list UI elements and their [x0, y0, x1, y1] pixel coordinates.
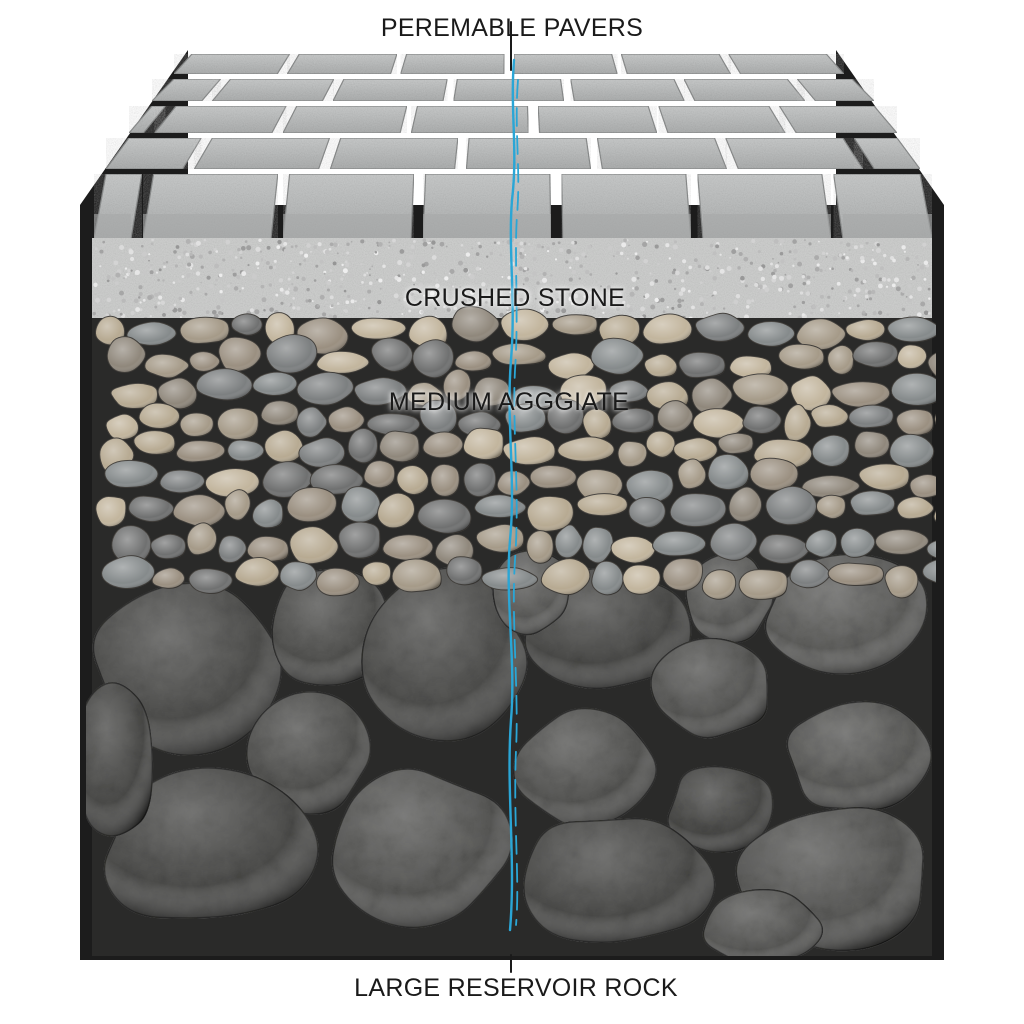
reservoir-rock-layer: [86, 549, 932, 956]
paver-block: [796, 78, 876, 102]
label-medium-aggregate: MEDIUM AGGGIATE: [388, 388, 630, 416]
paver-block: [211, 78, 335, 102]
paver-block: [537, 105, 658, 134]
paver-block: [596, 137, 728, 170]
paver-block: [778, 105, 899, 134]
label-large-reservoir-rock: LARGE RESERVOIR ROCK: [354, 974, 678, 1002]
medium-aggregate-layer: [94, 306, 936, 600]
paver-layer: [93, 53, 933, 240]
paver-block: [153, 105, 288, 134]
paver-block: [282, 105, 408, 134]
paver-block: [657, 105, 787, 134]
paver-block: [399, 53, 505, 75]
paver-block: [172, 53, 291, 75]
paver-block: [465, 137, 592, 170]
paver-block: [127, 105, 167, 134]
paver-block: [727, 53, 846, 75]
paver-block: [620, 53, 732, 75]
paver-block: [569, 78, 686, 102]
paver-block: [150, 78, 222, 102]
paver-block: [104, 137, 203, 170]
water-flow-icon: [507, 21, 520, 973]
paver-block: [410, 105, 530, 134]
paver-block: [329, 137, 459, 170]
paver-block: [193, 137, 331, 170]
paver-block: [683, 78, 807, 102]
paver-block: [852, 137, 922, 170]
paver-block: [724, 137, 864, 170]
label-permeable-pavers: PEREMABLE PAVERS: [380, 14, 644, 42]
paver-block: [286, 53, 398, 75]
label-crushed-stone: CRUSHED STONE: [404, 284, 626, 312]
paver-block: [452, 78, 565, 102]
paver-block: [332, 78, 448, 102]
paver-block: [513, 53, 618, 75]
